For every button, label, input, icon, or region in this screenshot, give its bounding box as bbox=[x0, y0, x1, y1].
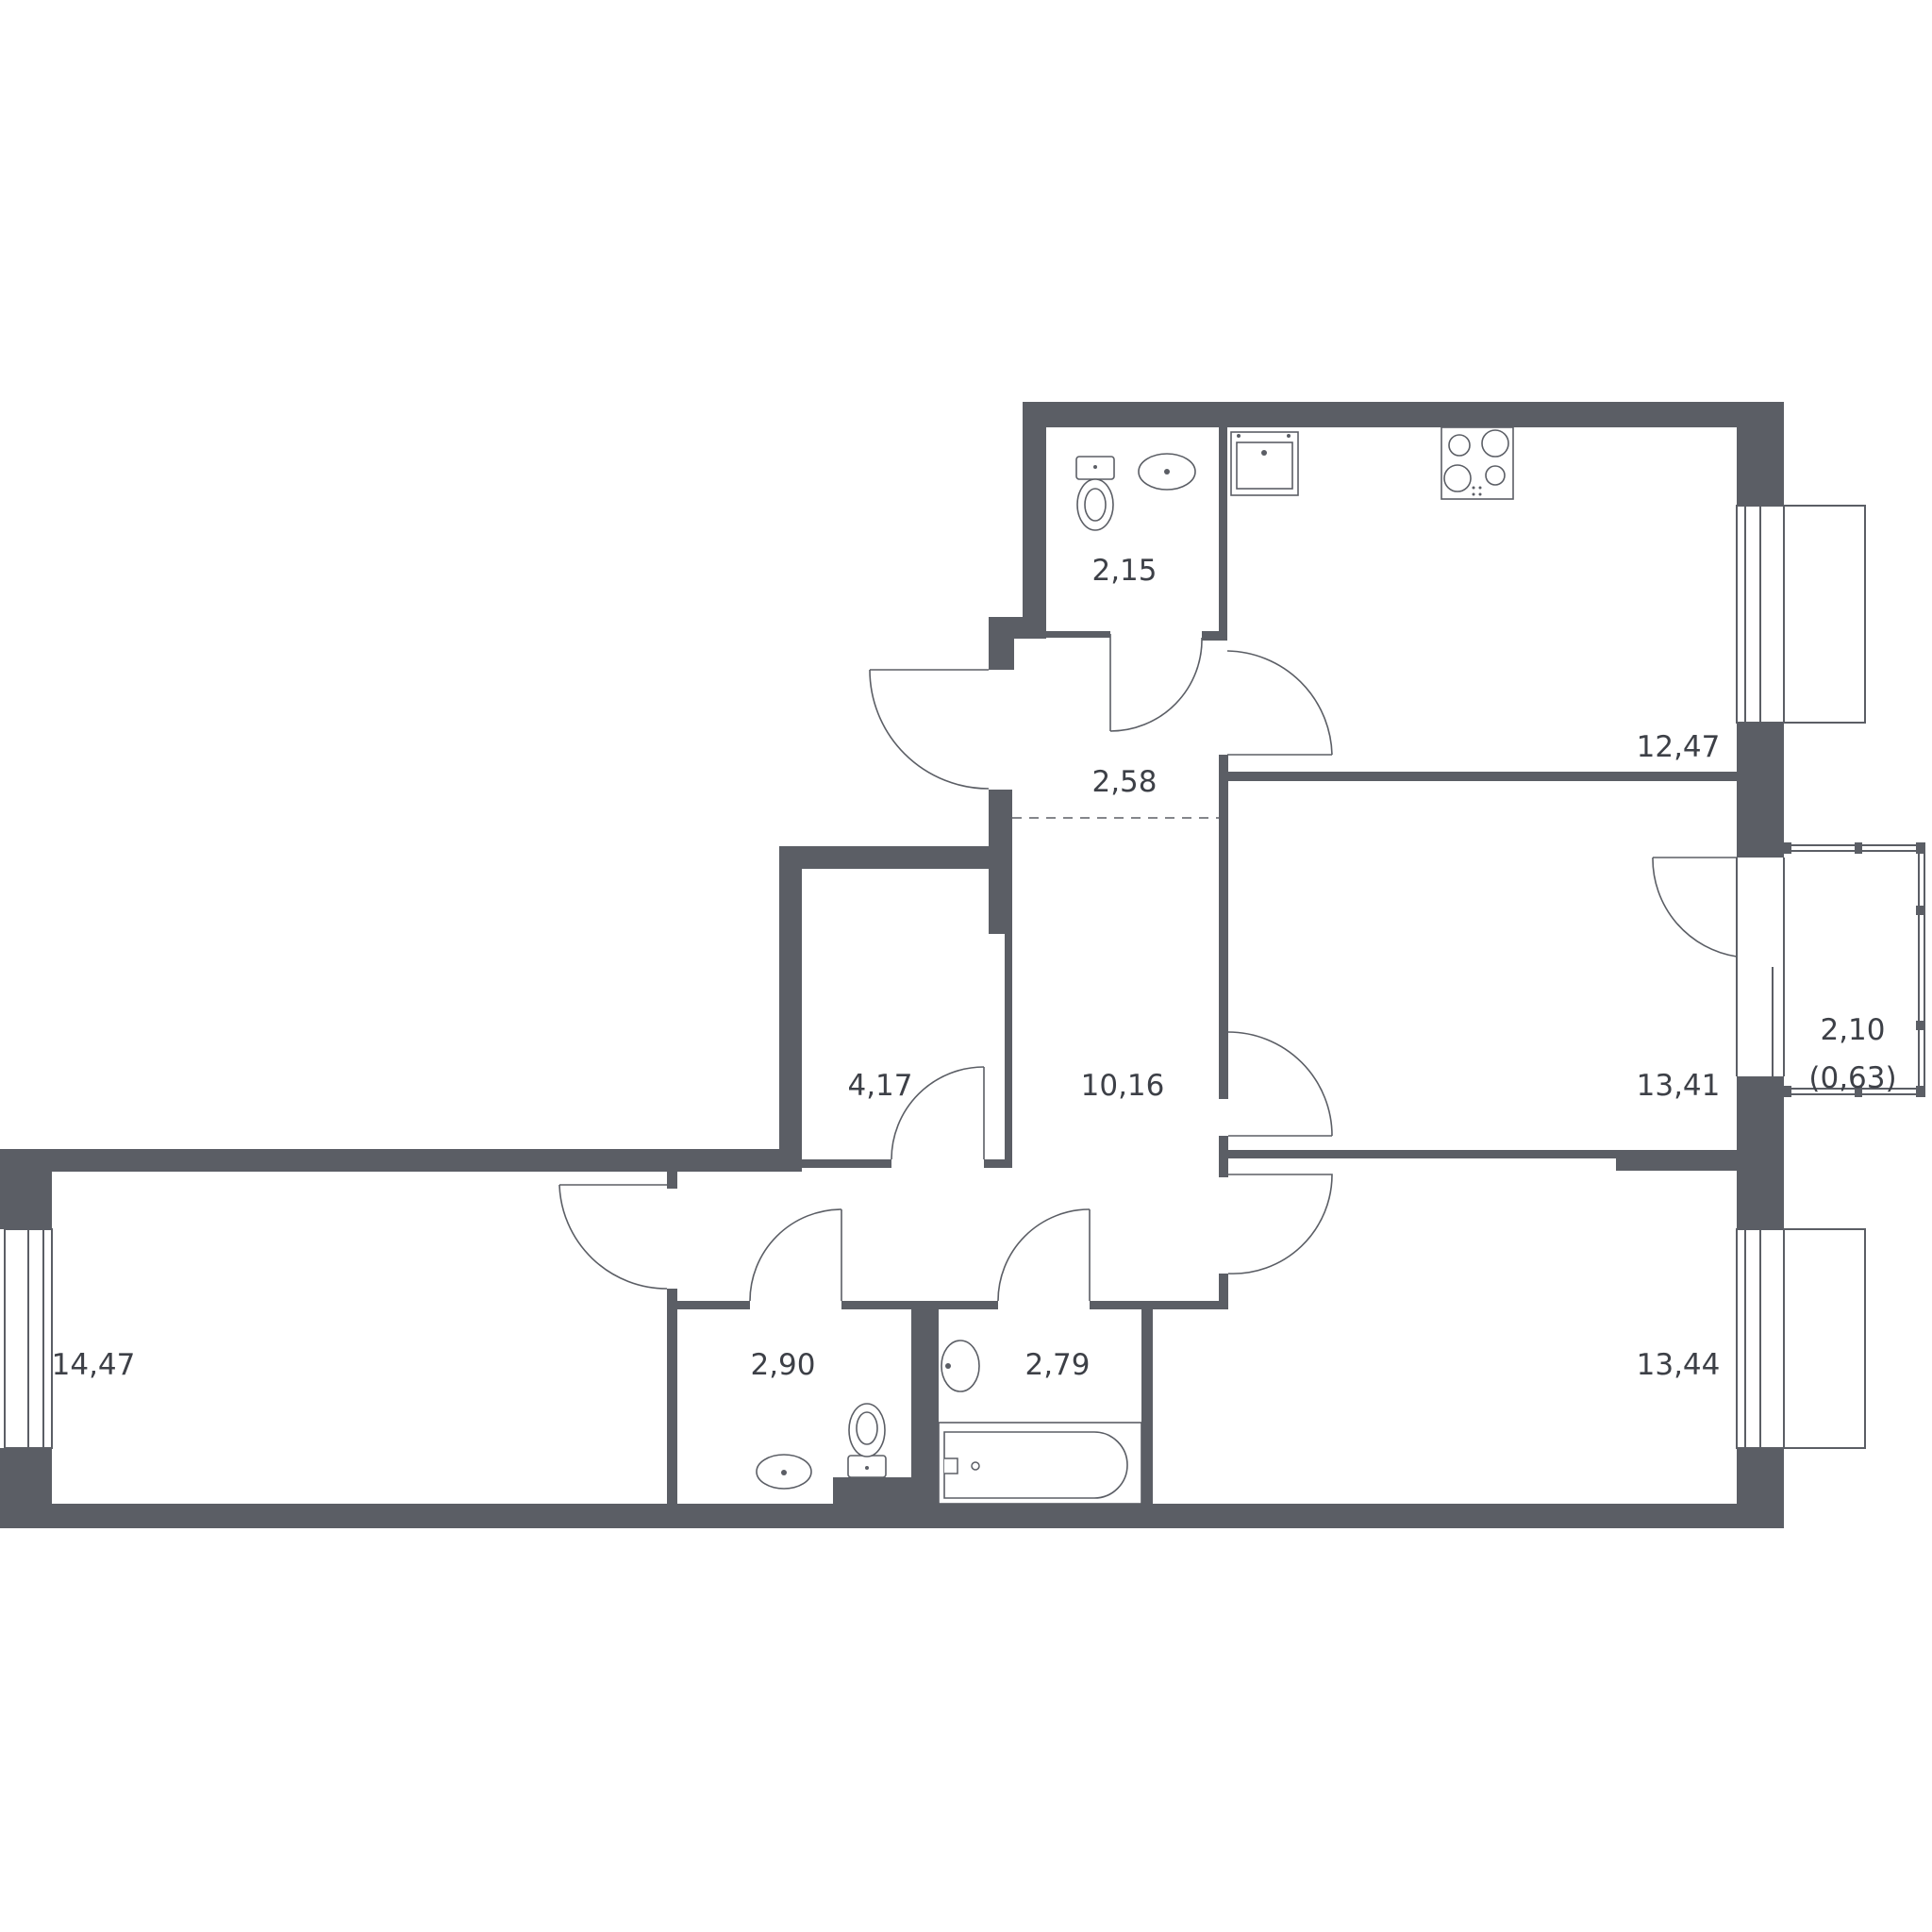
sink-icon bbox=[756, 1454, 812, 1490]
toilet-icon bbox=[847, 1403, 887, 1478]
window-icon bbox=[1736, 1228, 1866, 1449]
wall-storage-bottom-left bbox=[802, 1159, 891, 1168]
wall-living-stub bbox=[667, 1172, 677, 1189]
sink-icon bbox=[1138, 453, 1196, 491]
wall-hall-right-3 bbox=[1219, 1274, 1228, 1305]
door-swing-icon bbox=[558, 1184, 668, 1290]
wall-hall-left-thin bbox=[1005, 934, 1012, 1168]
wall-wc-right bbox=[1219, 427, 1227, 641]
windows bbox=[4, 505, 1866, 1449]
room-area-balcony-reduced: (0,63) bbox=[1808, 1061, 1896, 1095]
wall-storage-top bbox=[779, 846, 1012, 869]
room-area-wc-lower: 2,90 bbox=[750, 1348, 815, 1382]
wall-storage-bottom-right bbox=[984, 1159, 1012, 1168]
wall-wc-bottom-left bbox=[1046, 631, 1110, 638]
wall-wc-corner bbox=[833, 1477, 911, 1509]
walls bbox=[0, 402, 1784, 1528]
wall-wc-bottom-right bbox=[1202, 631, 1223, 641]
balcony bbox=[1784, 842, 1925, 1097]
window-icon bbox=[1736, 505, 1866, 724]
room-area-bedroom-middle: 13,41 bbox=[1637, 1069, 1721, 1103]
door-swing-icon bbox=[1227, 1031, 1333, 1137]
wall-top bbox=[1023, 402, 1784, 427]
wall-living-right bbox=[667, 1289, 677, 1510]
bathtub-icon bbox=[938, 1422, 1142, 1505]
wall-vestibule-corner bbox=[989, 617, 1046, 639]
room-area-hall: 10,16 bbox=[1081, 1069, 1165, 1103]
wall-bath-right bbox=[1141, 1309, 1153, 1509]
toilet-icon bbox=[1075, 456, 1115, 531]
door-swing-icon bbox=[749, 1208, 842, 1302]
wall-wc-top-2 bbox=[841, 1301, 998, 1309]
door-swing-icon bbox=[1226, 650, 1333, 756]
wall-right-3 bbox=[1737, 1076, 1784, 1229]
room-area-kitchen: 12,47 bbox=[1637, 730, 1721, 764]
window-icon bbox=[1736, 858, 1785, 1076]
wall-lower-top bbox=[0, 1149, 802, 1172]
room-area-balcony: 2,10 bbox=[1820, 1013, 1885, 1047]
stove-icon bbox=[1441, 426, 1514, 500]
wall-bedrooms bbox=[1219, 1150, 1616, 1158]
wall-left-1 bbox=[0, 1149, 52, 1229]
wall-upper-left bbox=[1023, 402, 1046, 631]
wall-right-1 bbox=[1737, 402, 1784, 506]
wall-wc-top-1 bbox=[677, 1301, 750, 1309]
door-swing-icon bbox=[1109, 634, 1203, 732]
wall-right-2 bbox=[1737, 723, 1784, 858]
wall-bath-top bbox=[1090, 1301, 1228, 1309]
room-labels: 2,15 12,47 2,58 13,41 2,10 (0,63) 4,17 1… bbox=[52, 554, 1897, 1382]
room-area-living-left: 14,47 bbox=[52, 1348, 136, 1382]
doors bbox=[558, 634, 1738, 1302]
room-area-bedroom-lower: 13,44 bbox=[1637, 1348, 1721, 1382]
wall-hall-right bbox=[1219, 755, 1228, 1099]
room-area-bathroom: 2,79 bbox=[1024, 1348, 1090, 1382]
fixtures bbox=[756, 426, 1514, 1505]
sink-icon bbox=[1230, 431, 1299, 496]
wall-kitchen-bedroom bbox=[1219, 772, 1737, 781]
door-swing-icon bbox=[1227, 1174, 1333, 1274]
door-swing-icon bbox=[869, 669, 990, 790]
door-swing-icon bbox=[891, 1066, 985, 1160]
wall-wc-bath bbox=[911, 1309, 939, 1509]
room-area-vestibule: 2,58 bbox=[1091, 765, 1157, 799]
room-area-toilet-upper: 2,15 bbox=[1091, 554, 1157, 588]
sink-icon bbox=[941, 1340, 980, 1392]
door-swing-icon bbox=[1652, 857, 1738, 958]
wall-bedrooms-thick bbox=[1616, 1150, 1737, 1171]
window-icon bbox=[4, 1228, 53, 1449]
room-area-storage: 4,17 bbox=[847, 1069, 912, 1103]
wall-storage-left bbox=[779, 846, 802, 1165]
door-swing-icon bbox=[997, 1208, 1091, 1302]
